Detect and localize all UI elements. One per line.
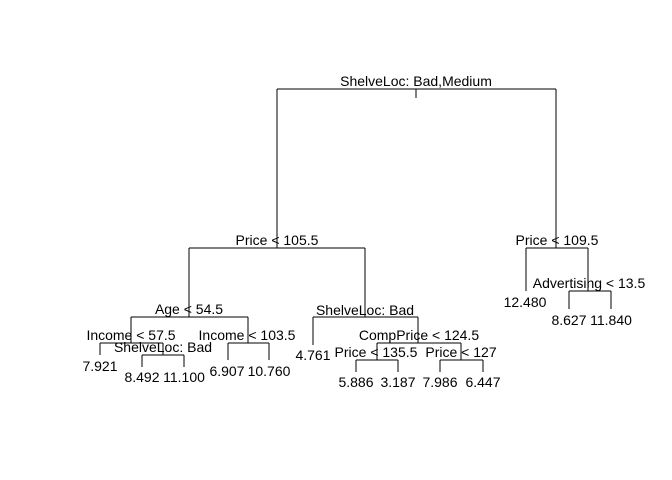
leaf-value: 11.100 [163, 369, 205, 385]
split-label-root: ShelveLoc: Bad,Medium [340, 73, 492, 89]
split-label-shelveloc-bad-2: ShelveLoc: Bad [114, 339, 212, 355]
leaf-value: 6.907 [209, 363, 244, 379]
leaf-value: 4.761 [295, 347, 330, 363]
leaf-value: 7.986 [422, 374, 457, 390]
split-label-income-57: Income < 57.5 [86, 327, 175, 343]
leaf-value: 6.447 [465, 374, 500, 390]
leaf-value: 11.840 [590, 312, 632, 328]
split-label-compprice: CompPrice < 124.5 [359, 327, 479, 343]
split-label-price-109: Price < 109.5 [516, 232, 599, 248]
leaf-value: 3.187 [380, 374, 415, 390]
leaf-value: 7.921 [82, 358, 117, 374]
leaf-value: 8.627 [551, 312, 586, 328]
leaf-value: 12.480 [504, 294, 547, 310]
split-label-price-135: Price < 135.5 [335, 344, 418, 360]
leaf-value: 10.760 [248, 363, 291, 379]
leaf-value: 5.886 [338, 374, 373, 390]
split-label-advertising: Advertising < 13.5 [533, 275, 646, 291]
tree-branches [99, 88, 612, 372]
split-label-shelveloc-bad: ShelveLoc: Bad [316, 302, 414, 318]
split-label-price-127: Price < 127 [425, 344, 496, 360]
split-label-price-105: Price < 105.5 [236, 232, 319, 248]
leaf-value: 8.492 [124, 369, 159, 385]
split-label-age: Age < 54.5 [155, 301, 223, 317]
split-labels: ShelveLoc: Bad,Medium Price < 105.5 Pric… [86, 73, 645, 360]
split-label-income-103: Income < 103.5 [199, 327, 296, 343]
leaf-labels: 12.480 8.627 11.840 4.761 7.921 8.492 11… [82, 294, 632, 390]
